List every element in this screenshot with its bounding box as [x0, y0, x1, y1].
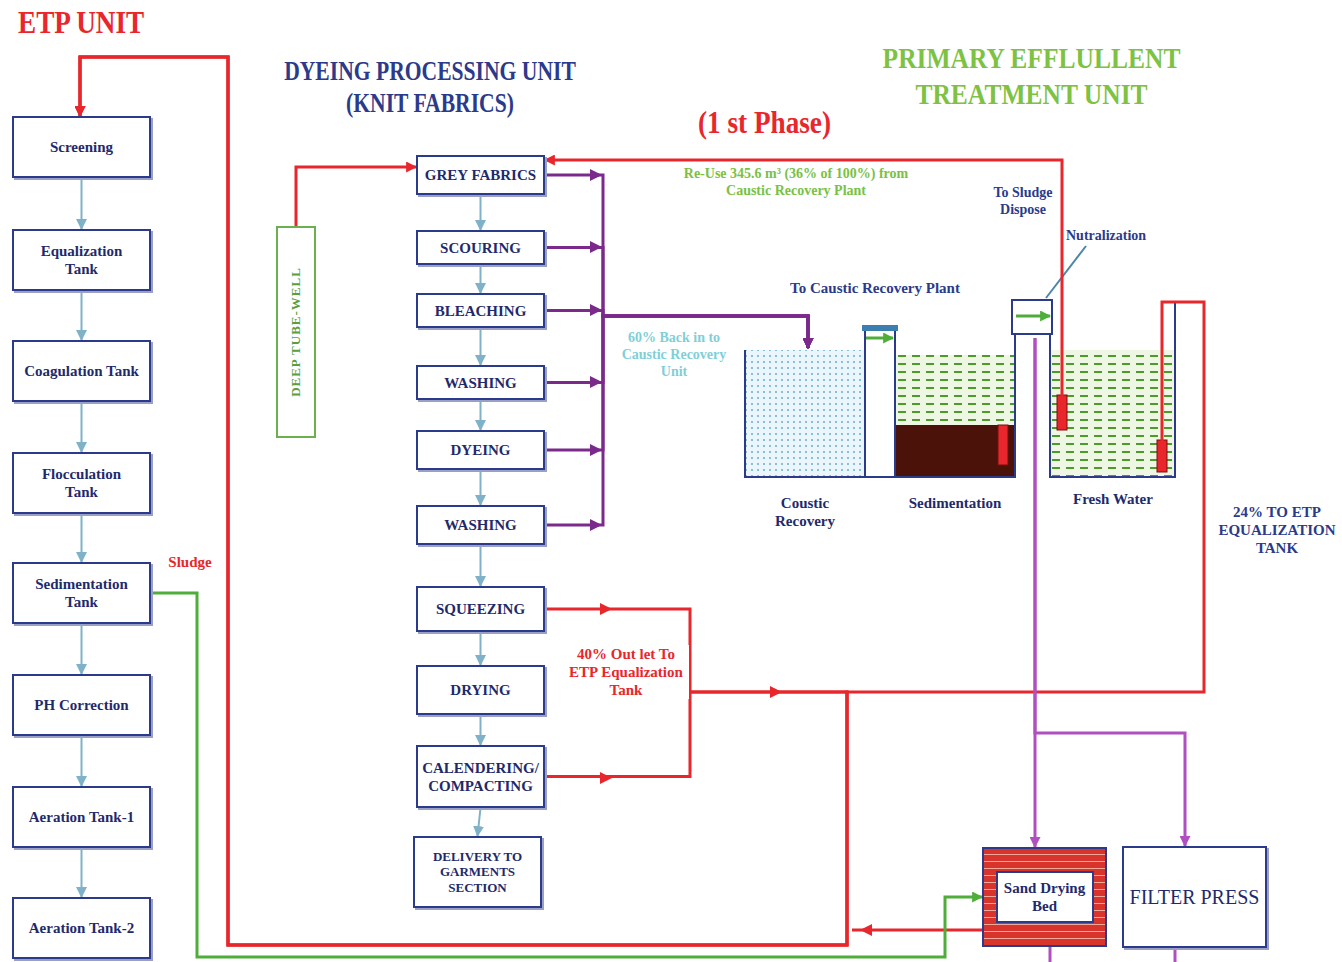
note: To Sludge Dispose [990, 185, 1056, 219]
node-text: BLEACHING [435, 302, 527, 320]
process-box: Sedimentation Tank [12, 562, 151, 624]
tank-node: Coustic Recovery [740, 340, 870, 530]
edge-label: 24% TO ETP EQUALIZATION TANK [1210, 503, 1342, 557]
node-text: DRYING [450, 681, 510, 699]
process-box: BLEACHING [416, 293, 545, 328]
process-box: WASHING [416, 505, 545, 545]
fresh-water-tank [1050, 302, 1200, 477]
process-box: GREY FABRICS [416, 155, 545, 195]
node-text: DELIVERY TO GARMENTS SECTION [419, 849, 536, 896]
connector [81, 736, 83, 786]
node-text: Fresh Water [1071, 490, 1155, 508]
node-text: Sedimentation Tank [24, 575, 139, 611]
edge-label: Sludge [157, 553, 223, 571]
bus-arrowheads [590, 169, 602, 531]
connector [81, 402, 83, 452]
process-box: Flocculation Tank [12, 452, 151, 514]
node-text: Coagulation Tank [24, 362, 139, 380]
process-box: DRYING [416, 665, 545, 715]
connector [480, 400, 482, 430]
process-box: CALENDERING/ COMPACTING [416, 745, 545, 808]
process-box: SCOURING [416, 230, 545, 265]
source-box: DEEP TUBE-WELL [276, 226, 316, 438]
sand-drying-bed: Sand Drying Bed [982, 847, 1107, 947]
node-text: DYEING [450, 441, 510, 459]
sedimentation-tank [895, 300, 1052, 477]
connector [866, 337, 893, 340]
connector [81, 514, 83, 562]
connector [151, 593, 982, 957]
node-text: Coustic Recovery [763, 494, 847, 530]
connector [545, 316, 808, 450]
connector [478, 808, 481, 836]
node-text: FILTER PRESS [1130, 885, 1260, 909]
note: 60% Back in to Caustic Recovery Unit [612, 330, 736, 380]
node-text: Equalization Tank [24, 242, 139, 278]
leader-line [1046, 246, 1086, 298]
filter-press: FILTER PRESS [1122, 846, 1267, 948]
node-text: SCOURING [440, 239, 521, 257]
connector [480, 632, 482, 665]
node-text: DEEP TUBE-WELL [288, 267, 304, 397]
node-text: Screening [50, 138, 113, 156]
connector [81, 178, 83, 229]
connector [545, 316, 808, 383]
node-text: Flocculation Tank [24, 465, 139, 501]
node-text: Aeration Tank-1 [29, 808, 134, 826]
edge-label: 40% Out let To ETP Equalization Tank [563, 645, 689, 699]
node-text: WASHING [444, 374, 517, 392]
process-box: Screening [12, 116, 151, 178]
heading: DYEING PROCESSING UNIT (KNIT FABRICS) [262, 55, 598, 120]
tank-node: Sedimentation [892, 340, 1018, 512]
process-box: PH Correction [12, 674, 151, 736]
connector [480, 545, 482, 586]
connector [1016, 315, 1050, 318]
connector [81, 291, 83, 340]
connector [80, 57, 1204, 945]
process-box: SQUEEZING [416, 586, 545, 632]
connector [545, 175, 808, 348]
tank-node: Fresh Water [1048, 340, 1178, 508]
process-box: WASHING [416, 365, 545, 400]
connector [480, 265, 482, 293]
node-text: GREY FABRICS [425, 166, 536, 184]
connector [296, 167, 416, 226]
connector [81, 624, 83, 674]
node-text: Aeration Tank-2 [29, 919, 134, 937]
process-box: Equalization Tank [12, 229, 151, 291]
connector [480, 328, 482, 365]
node-text: WASHING [444, 516, 517, 534]
process-box: Aeration Tank-2 [12, 897, 151, 959]
heading: ETP UNIT [18, 3, 188, 41]
connector [480, 470, 482, 505]
heading: PRIMARY EFFLULLENT TREATMENT UNIT [870, 40, 1193, 112]
connector [480, 715, 482, 745]
heading: (1 st Phase) [698, 103, 868, 141]
node-text: PH Correction [34, 696, 128, 714]
note: Nutralization [1066, 228, 1166, 245]
process-box: Aeration Tank-1 [12, 786, 151, 848]
node-text: Sedimentation [907, 494, 1004, 512]
process-box: Coagulation Tank [12, 340, 151, 402]
caustic-tank [745, 325, 898, 477]
process-box: DYEING [416, 430, 545, 470]
node-text: SQUEEZING [436, 600, 525, 618]
connector [1035, 338, 1185, 846]
connector [480, 195, 482, 230]
node-text: CALENDERING/ COMPACTING [422, 759, 539, 795]
connector [81, 848, 83, 897]
process-box: DELIVERY TO GARMENTS SECTION [413, 836, 542, 908]
edge-label: Re-Use 345.6 m³ (36% of 100%) from Caust… [660, 166, 932, 200]
edge-label: To Caustic Recovery Plant [778, 279, 972, 297]
node-text: Sand Drying Bed [996, 871, 1094, 923]
connector [545, 160, 1062, 420]
